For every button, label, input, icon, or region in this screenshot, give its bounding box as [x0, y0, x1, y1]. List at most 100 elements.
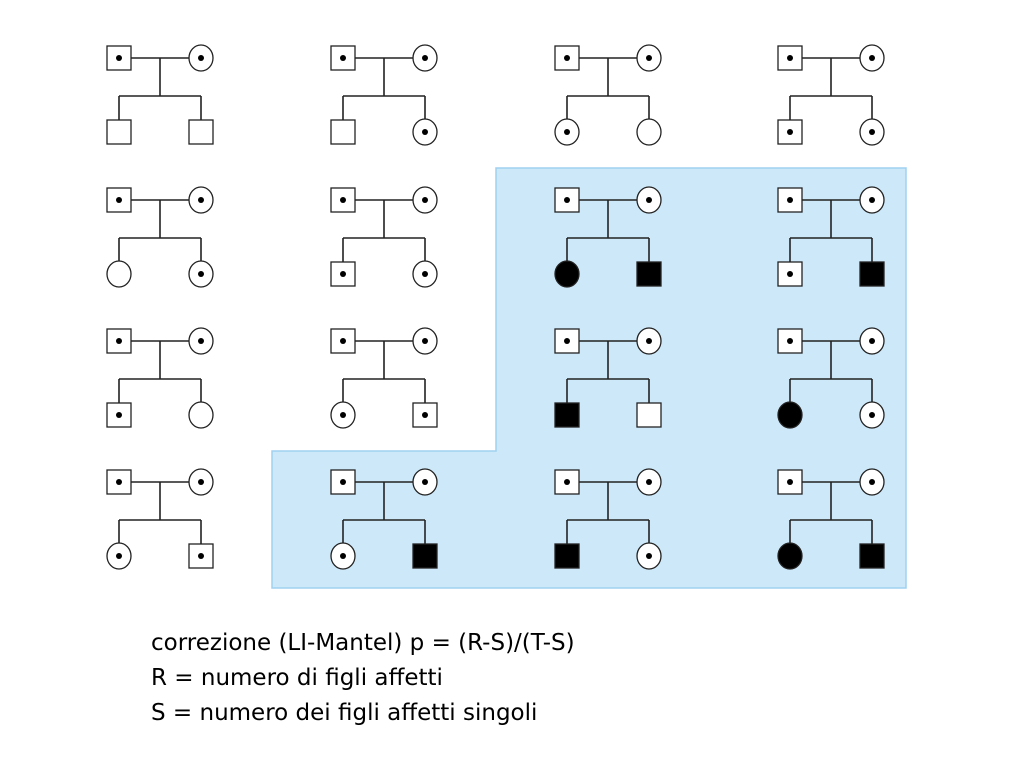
carrier-dot	[116, 338, 122, 344]
family-10	[330, 327, 438, 429]
family-7	[554, 186, 662, 288]
carrier-dot	[869, 55, 875, 61]
male-symbol	[106, 328, 132, 354]
family-3	[554, 44, 662, 146]
father-symbol	[106, 45, 132, 71]
mother-symbol	[859, 468, 885, 496]
male-symbol	[554, 543, 580, 569]
father-symbol	[777, 328, 803, 354]
carrier-dot	[869, 129, 875, 135]
carrier-dot	[116, 479, 122, 485]
carrier-dot	[198, 197, 204, 203]
child-symbol	[554, 260, 580, 288]
family-12	[777, 327, 885, 429]
father-symbol	[330, 328, 356, 354]
child-symbol	[188, 543, 214, 569]
child-symbol	[777, 401, 803, 429]
child-symbol	[188, 119, 214, 145]
father-symbol	[554, 187, 580, 213]
carrier-dot	[116, 197, 122, 203]
father-symbol	[777, 469, 803, 495]
carrier-dot	[340, 55, 346, 61]
carrier-dot	[198, 479, 204, 485]
child-symbol	[859, 401, 885, 429]
carrier-dot	[422, 197, 428, 203]
mother-symbol	[859, 44, 885, 72]
family-2	[330, 44, 438, 146]
mother-symbol	[859, 327, 885, 355]
carrier-dot	[646, 197, 652, 203]
carrier-dot	[869, 479, 875, 485]
male-symbol	[554, 328, 580, 354]
carrier-dot	[787, 338, 793, 344]
carrier-dot	[869, 412, 875, 418]
child-symbol	[777, 542, 803, 570]
family-15	[554, 468, 662, 570]
male-symbol	[412, 543, 438, 569]
carrier-dot	[646, 55, 652, 61]
female-symbol	[106, 260, 132, 288]
carrier-dot	[422, 412, 428, 418]
family-11	[554, 327, 662, 428]
carrier-dot	[564, 479, 570, 485]
male-symbol	[330, 119, 356, 145]
family-8	[777, 186, 885, 287]
carrier-dot	[422, 479, 428, 485]
family-9	[106, 327, 214, 429]
father-symbol	[330, 187, 356, 213]
mother-symbol	[412, 44, 438, 72]
female-symbol	[636, 118, 662, 146]
child-symbol	[777, 261, 803, 287]
family-6	[330, 186, 438, 288]
male-symbol	[554, 402, 580, 428]
male-symbol	[636, 402, 662, 428]
caption: correzione (LI-Mantel) p = (R-S)/(T-S) R…	[151, 626, 851, 731]
male-symbol	[106, 119, 132, 145]
carrier-dot	[340, 412, 346, 418]
child-symbol	[412, 260, 438, 288]
carrier-dot	[787, 55, 793, 61]
carrier-dot	[564, 55, 570, 61]
male-symbol	[859, 543, 885, 569]
pedigree-diagram	[106, 44, 907, 589]
child-symbol	[330, 261, 356, 287]
carrier-dot	[787, 129, 793, 135]
carrier-dot	[116, 553, 122, 559]
carrier-dot	[646, 338, 652, 344]
carrier-dot	[116, 412, 122, 418]
carrier-dot	[646, 553, 652, 559]
child-symbol	[330, 119, 356, 145]
mother-symbol	[188, 186, 214, 214]
carrier-dot	[564, 129, 570, 135]
child-symbol	[636, 118, 662, 146]
child-symbol	[106, 119, 132, 145]
family-13	[106, 468, 214, 570]
pedigree-families	[106, 44, 885, 570]
mother-symbol	[636, 468, 662, 496]
father-symbol	[554, 469, 580, 495]
carrier-dot	[198, 271, 204, 277]
carrier-dot	[340, 553, 346, 559]
child-symbol	[188, 260, 214, 288]
child-symbol	[554, 402, 580, 428]
child-symbol	[412, 118, 438, 146]
male-symbol	[330, 469, 356, 495]
carrier-dot	[564, 338, 570, 344]
child-symbol	[554, 118, 580, 146]
child-symbol	[554, 543, 580, 569]
father-symbol	[106, 187, 132, 213]
family-5	[106, 186, 214, 288]
father-symbol	[554, 45, 580, 71]
carrier-dot	[198, 338, 204, 344]
father-symbol	[330, 469, 356, 495]
carrier-dot	[422, 129, 428, 135]
carrier-dot	[340, 271, 346, 277]
child-symbol	[106, 260, 132, 288]
carrier-dot	[422, 338, 428, 344]
father-symbol	[777, 187, 803, 213]
child-symbol	[330, 542, 356, 570]
child-symbol	[636, 261, 662, 287]
child-symbol	[636, 402, 662, 428]
female-symbol	[554, 260, 580, 288]
carrier-dot	[340, 479, 346, 485]
